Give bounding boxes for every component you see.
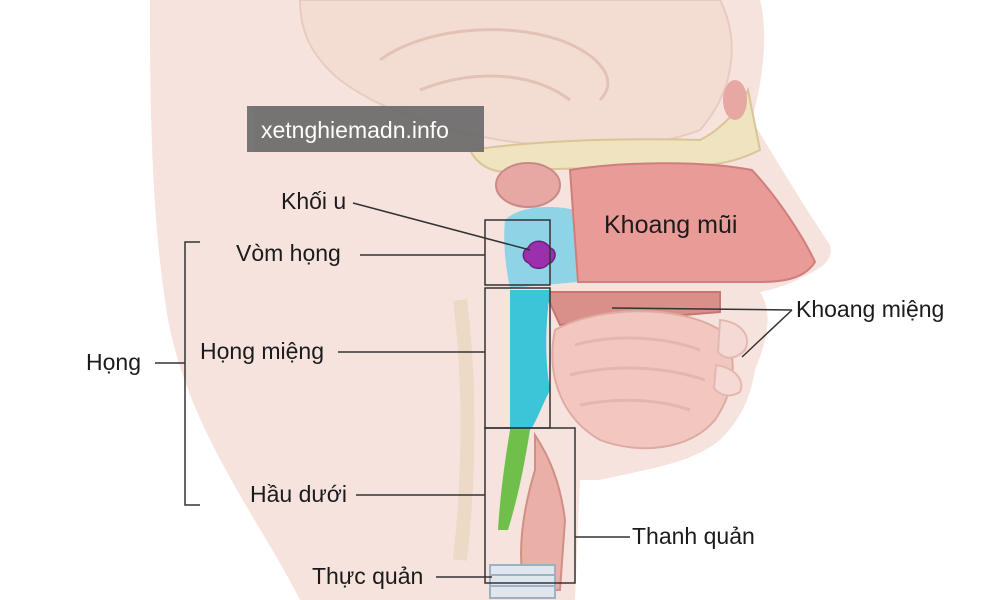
oropharynx-region bbox=[510, 290, 550, 430]
oral-cavity-leader-1 bbox=[741, 309, 793, 358]
hypopharynx-region bbox=[498, 430, 530, 530]
label-tumor: Khối u bbox=[281, 188, 347, 214]
pharynx-bracket bbox=[184, 241, 200, 506]
trachea-rings bbox=[489, 564, 556, 599]
hypopharynx-box bbox=[484, 427, 576, 584]
label-larynx: Thanh quản bbox=[632, 523, 755, 549]
label-oral-cavity: Khoang miệng bbox=[796, 296, 945, 322]
tumor-shape bbox=[522, 240, 556, 270]
watermark-box: xetnghiemadn.info bbox=[247, 106, 484, 152]
label-nasal-cavity: Khoang mũi bbox=[604, 211, 738, 239]
label-esophagus: Thực quản bbox=[312, 563, 424, 589]
oral-cavity-leader-2 bbox=[611, 307, 793, 311]
sphenoid-sinus bbox=[495, 162, 561, 208]
watermark-text: xetnghiemadn.info bbox=[261, 117, 449, 143]
label-hypopharynx: Hầu dưới bbox=[250, 481, 347, 507]
label-nasopharynx: Vòm họng bbox=[236, 240, 341, 266]
label-pharynx: Họng bbox=[86, 349, 141, 375]
nasal-cavity-shape bbox=[568, 162, 817, 283]
nasopharynx-box bbox=[484, 219, 551, 286]
label-oropharynx: Họng miệng bbox=[200, 338, 325, 364]
tumor-leader bbox=[352, 202, 531, 251]
